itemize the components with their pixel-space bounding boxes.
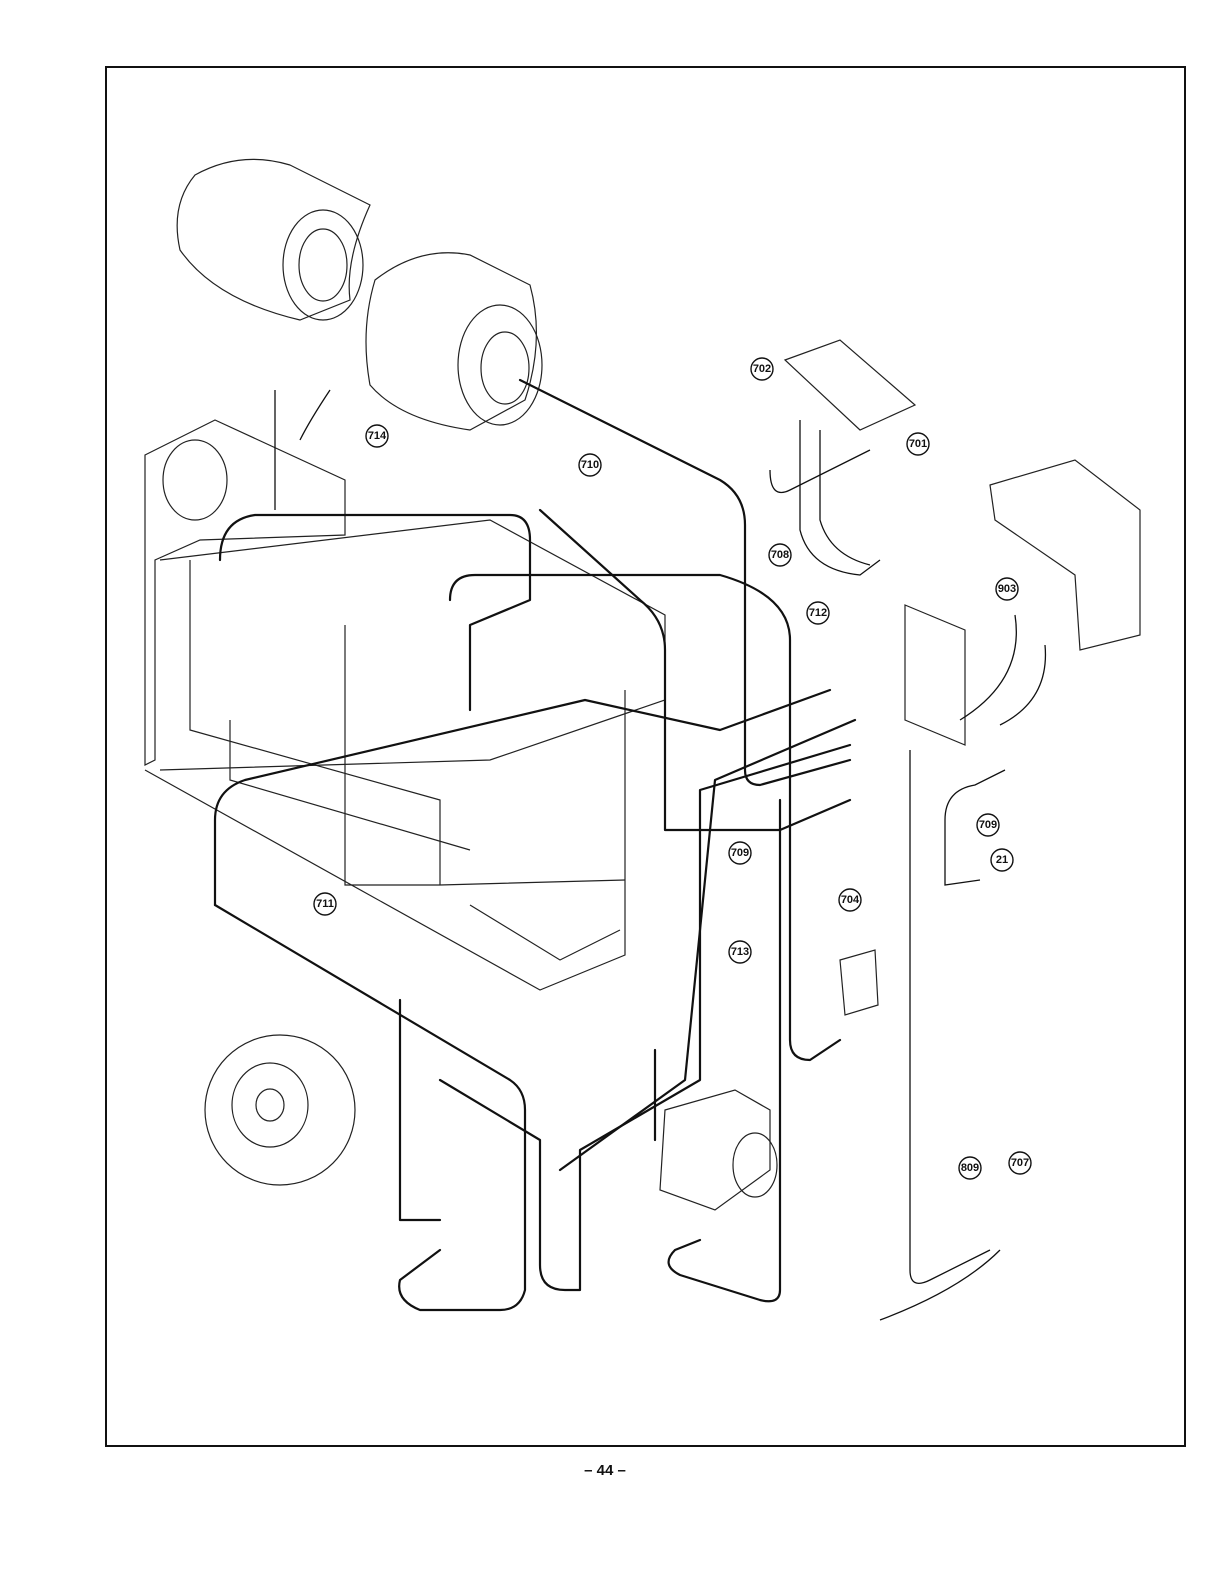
callout-711: 711: [313, 892, 337, 916]
svg-text:809: 809: [961, 1162, 979, 1174]
callout-809: 809: [958, 1156, 982, 1180]
cabinet: [144, 419, 666, 991]
callout-702: 702: [750, 357, 774, 381]
callout-701: 701: [906, 432, 930, 456]
svg-text:903: 903: [998, 583, 1016, 595]
callout-712: 712: [806, 601, 830, 625]
svg-text:702: 702: [753, 363, 771, 375]
callout-903: 903: [995, 577, 1019, 601]
blower-assembly: [176, 158, 543, 431]
callout-710: 710: [578, 453, 602, 477]
svg-text:709: 709: [979, 819, 997, 831]
callout-709-top: 709: [976, 813, 1000, 837]
svg-text:21: 21: [996, 854, 1008, 866]
svg-text:709: 709: [731, 847, 749, 859]
callout-714: 714: [365, 424, 389, 448]
wiring-harness: [213, 378, 1047, 1321]
combustion-blower: [204, 1034, 356, 1186]
callout-707: 707: [1008, 1151, 1032, 1175]
callout-21: 21: [990, 848, 1014, 872]
svg-text:704: 704: [841, 894, 860, 906]
control-box: [783, 339, 1141, 746]
svg-text:714: 714: [368, 430, 387, 442]
svg-text:710: 710: [581, 459, 599, 471]
transformer: [839, 949, 879, 1016]
callout-708: 708: [768, 543, 792, 567]
svg-text:707: 707: [1011, 1157, 1029, 1169]
diagram-frame: [105, 66, 1186, 1447]
svg-text:701: 701: [909, 438, 927, 450]
callout-709-mid: 709: [728, 841, 752, 865]
gas-valve: [659, 1089, 778, 1211]
page-number: – 44 –: [584, 1462, 626, 1479]
svg-text:708: 708: [771, 549, 789, 561]
svg-text:713: 713: [731, 946, 749, 958]
svg-text:712: 712: [809, 607, 827, 619]
svg-text:711: 711: [316, 898, 334, 910]
callout-704: 704: [838, 888, 862, 912]
callout-713: 713: [728, 940, 752, 964]
